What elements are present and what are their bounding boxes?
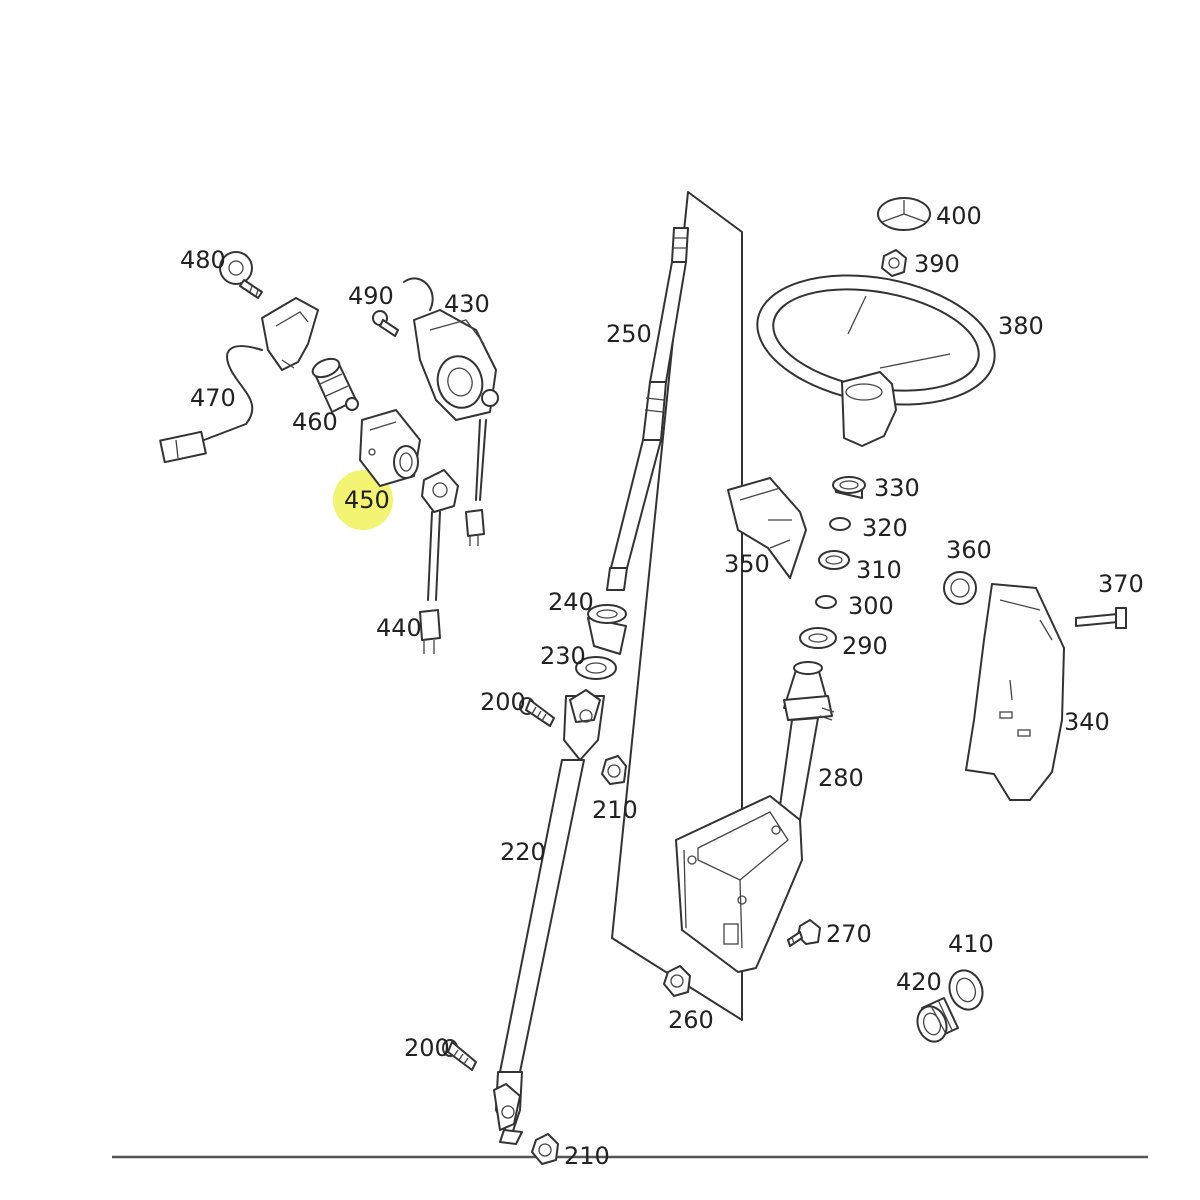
- label-220: 220: [500, 838, 546, 866]
- label-470: 470: [190, 384, 236, 412]
- label-330: 330: [874, 474, 920, 502]
- part-430-ignition-switch[interactable]: [403, 277, 499, 546]
- part-260-nut[interactable]: [663, 965, 691, 997]
- label-370: 370: [1098, 570, 1144, 598]
- part-250-steering-shaft[interactable]: [606, 227, 689, 591]
- part-450-lock-housing[interactable]: [359, 409, 421, 487]
- part-290-seal-ring[interactable]: [799, 627, 837, 649]
- label-480: 480: [180, 246, 226, 274]
- part-490-screw[interactable]: [372, 310, 399, 337]
- label-420: 420: [896, 968, 942, 996]
- label-450: 450: [344, 486, 390, 514]
- part-300-snap-ring[interactable]: [815, 595, 837, 609]
- part-400-emblem[interactable]: [877, 197, 931, 231]
- part-460-lock-cylinder[interactable]: [310, 355, 359, 413]
- label-390: 390: [914, 250, 960, 278]
- label-310: 310: [856, 556, 902, 584]
- part-200-bolt-lower[interactable]: [442, 1039, 477, 1071]
- label-240: 240: [548, 588, 594, 616]
- part-270-bolt[interactable]: [787, 919, 821, 947]
- label-270: 270: [826, 920, 872, 948]
- part-370-screw[interactable]: [1075, 607, 1127, 629]
- part-280-column-tube-bracket[interactable]: [675, 661, 835, 973]
- label-280: 280: [818, 764, 864, 792]
- part-230-washer[interactable]: [575, 656, 617, 680]
- label-360: 360: [946, 536, 992, 564]
- label-200-upper: 200: [480, 688, 526, 716]
- label-490: 490: [348, 282, 394, 310]
- label-300: 300: [848, 592, 894, 620]
- label-380: 380: [998, 312, 1044, 340]
- part-350-cover[interactable]: [727, 477, 807, 579]
- column-assembly-frame: [611, 191, 743, 1021]
- part-440-sensor[interactable]: [419, 469, 459, 654]
- label-410: 410: [948, 930, 994, 958]
- label-200-lower: 200: [404, 1034, 450, 1062]
- label-250: 250: [606, 320, 652, 348]
- part-220-intermediate-shaft[interactable]: [493, 689, 605, 1145]
- label-460: 460: [292, 408, 338, 436]
- label-350: 350: [724, 550, 770, 578]
- label-260: 260: [668, 1006, 714, 1034]
- part-410-ring[interactable]: [944, 966, 988, 1015]
- label-210-upper: 210: [592, 796, 638, 824]
- part-360-bearing[interactable]: [943, 571, 977, 605]
- part-420-bellows[interactable]: [913, 997, 959, 1046]
- part-320-snap-ring[interactable]: [829, 517, 851, 531]
- label-400: 400: [936, 202, 982, 230]
- part-310-bearing[interactable]: [818, 550, 850, 570]
- part-200-bolt-upper[interactable]: [519, 697, 555, 727]
- part-330-bushing-ring[interactable]: [832, 476, 866, 499]
- label-320: 320: [862, 514, 908, 542]
- label-210-lower: 210: [564, 1142, 610, 1170]
- part-240-bushing[interactable]: [587, 604, 627, 655]
- part-390-nut[interactable]: [881, 249, 907, 277]
- part-340-lower-cover[interactable]: [965, 583, 1065, 801]
- label-290: 290: [842, 632, 888, 660]
- label-440: 440: [376, 614, 422, 642]
- part-210-nut-lower[interactable]: [531, 1133, 559, 1165]
- part-380-steering-wheel[interactable]: [747, 258, 1005, 447]
- part-470-switch-cable[interactable]: [159, 297, 319, 464]
- label-340: 340: [1064, 708, 1110, 736]
- part-480-key-lock[interactable]: [219, 251, 263, 299]
- part-210-nut-upper[interactable]: [601, 755, 627, 785]
- label-430: 430: [444, 290, 490, 318]
- label-230: 230: [540, 642, 586, 670]
